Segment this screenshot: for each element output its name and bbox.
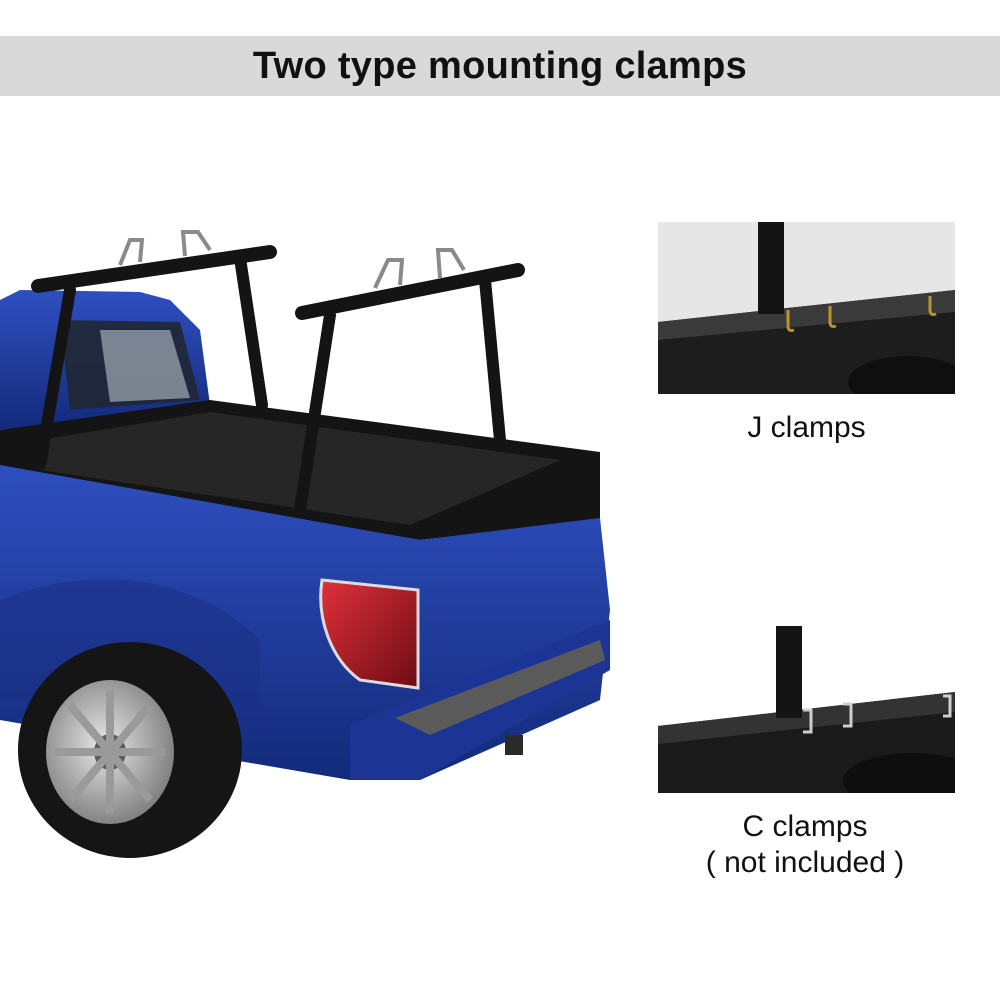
j-clamp-caption: J clamps xyxy=(747,411,866,444)
title-banner: Two type mounting clamps xyxy=(0,36,1000,96)
j-clamp-detail-photo xyxy=(658,222,955,394)
c-clamp-caption: C clamps ( not included ) xyxy=(640,809,970,881)
c-clamp-caption-title: C clamps xyxy=(742,810,868,843)
tail-light xyxy=(319,578,420,690)
c-clamp-detail-photo xyxy=(658,626,955,793)
page-title: Two type mounting clamps xyxy=(252,44,748,87)
c-clamp-caption-note: ( not included ) xyxy=(705,846,905,879)
truck-with-ladder-rack-photo xyxy=(0,230,610,858)
tie-down-hooks xyxy=(118,230,466,289)
rear-bumper xyxy=(350,620,610,780)
ladder-rack xyxy=(31,245,525,516)
rear-wheel xyxy=(18,642,242,858)
